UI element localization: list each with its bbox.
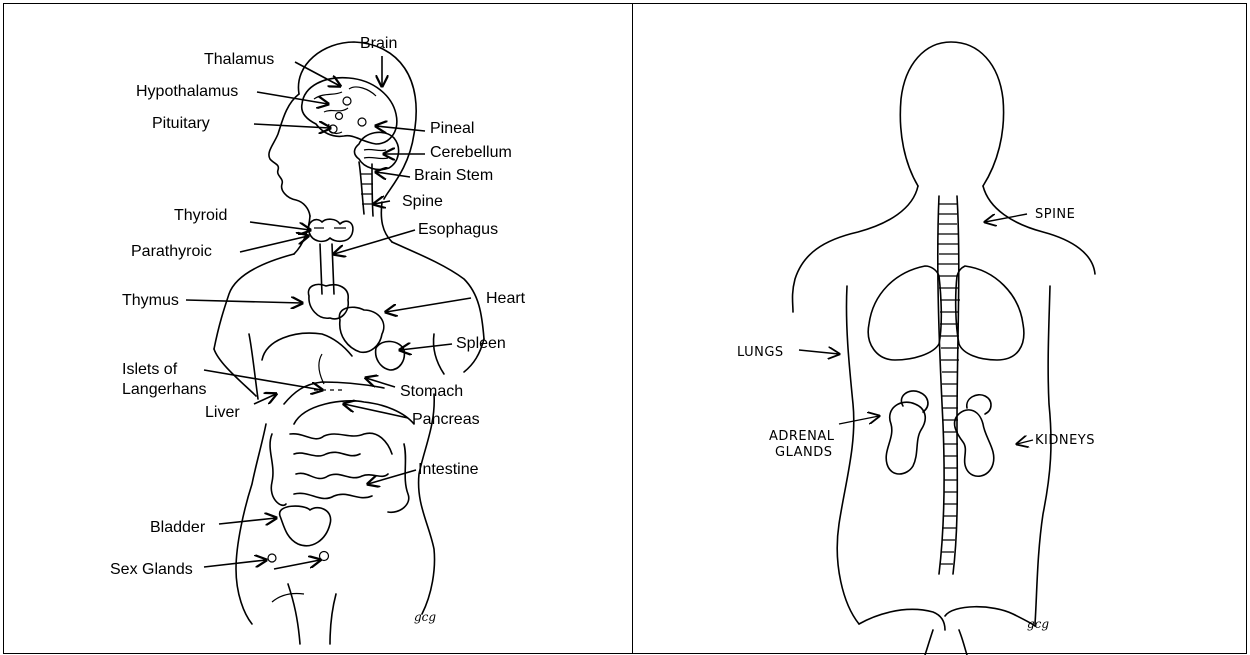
label-pituitary: Pituitary	[152, 115, 210, 132]
label-parathyroid: Parathyroic	[131, 243, 212, 260]
back-view-panel: SPINE LUNGS ADRENAL GLANDS KIDNEYS gcg	[632, 4, 1249, 653]
label-intestine: Intestine	[418, 461, 479, 478]
intestine-organ	[270, 433, 409, 512]
label-lungs: LUNGS	[737, 345, 784, 360]
spine-column	[938, 196, 960, 574]
label-cerebellum: Cerebellum	[430, 144, 512, 161]
back-labels: SPINE LUNGS ADRENAL GLANDS KIDNEYS gcg	[737, 207, 1095, 631]
label-islets-line2: Langerhans	[122, 381, 207, 398]
brain-organs	[302, 78, 399, 216]
label-heart: Heart	[486, 290, 526, 307]
label-spine-back: SPINE	[1035, 207, 1075, 222]
label-thymus: Thymus	[122, 292, 179, 309]
label-esophagus: Esophagus	[418, 221, 498, 238]
lungs-organ	[868, 266, 1024, 360]
label-hypothalamus: Hypothalamus	[136, 83, 238, 100]
front-labels: Brain Thalamus Hypothalamus Pituitary Pi…	[110, 35, 526, 624]
bladder-organ	[268, 506, 331, 562]
front-leader-lines	[186, 56, 471, 569]
label-thyroid: Thyroid	[174, 207, 227, 224]
label-kidneys: KIDNEYS	[1035, 433, 1095, 448]
label-thalamus: Thalamus	[204, 51, 274, 68]
label-brain-stem: Brain Stem	[414, 167, 493, 184]
label-brain: Brain	[360, 35, 397, 52]
label-stomach: Stomach	[400, 383, 463, 400]
front-view-panel: Brain Thalamus Hypothalamus Pituitary Pi…	[4, 4, 632, 653]
front-view-diagram: Brain Thalamus Hypothalamus Pituitary Pi…	[4, 4, 632, 655]
label-islets-line1: Islets of	[122, 361, 178, 378]
label-bladder: Bladder	[150, 519, 206, 536]
label-pineal: Pineal	[430, 120, 474, 137]
thyroid-organ	[308, 219, 352, 241]
chest-organs	[262, 244, 414, 424]
label-pancreas: Pancreas	[412, 411, 480, 428]
kidneys-organ	[886, 391, 994, 476]
back-view-diagram: SPINE LUNGS ADRENAL GLANDS KIDNEYS gcg	[633, 4, 1249, 655]
label-adrenal-line1: ADRENAL	[769, 429, 835, 444]
back-signature: gcg	[1027, 617, 1049, 631]
label-adrenal-line2: GLANDS	[775, 445, 833, 460]
back-leader-lines	[799, 214, 1033, 444]
front-signature: gcg	[414, 610, 436, 624]
label-spleen: Spleen	[456, 335, 506, 352]
label-liver: Liver	[205, 404, 240, 421]
figure-frame: Brain Thalamus Hypothalamus Pituitary Pi…	[3, 3, 1247, 654]
label-spine: Spine	[402, 193, 443, 210]
label-sex-glands: Sex Glands	[110, 561, 193, 578]
